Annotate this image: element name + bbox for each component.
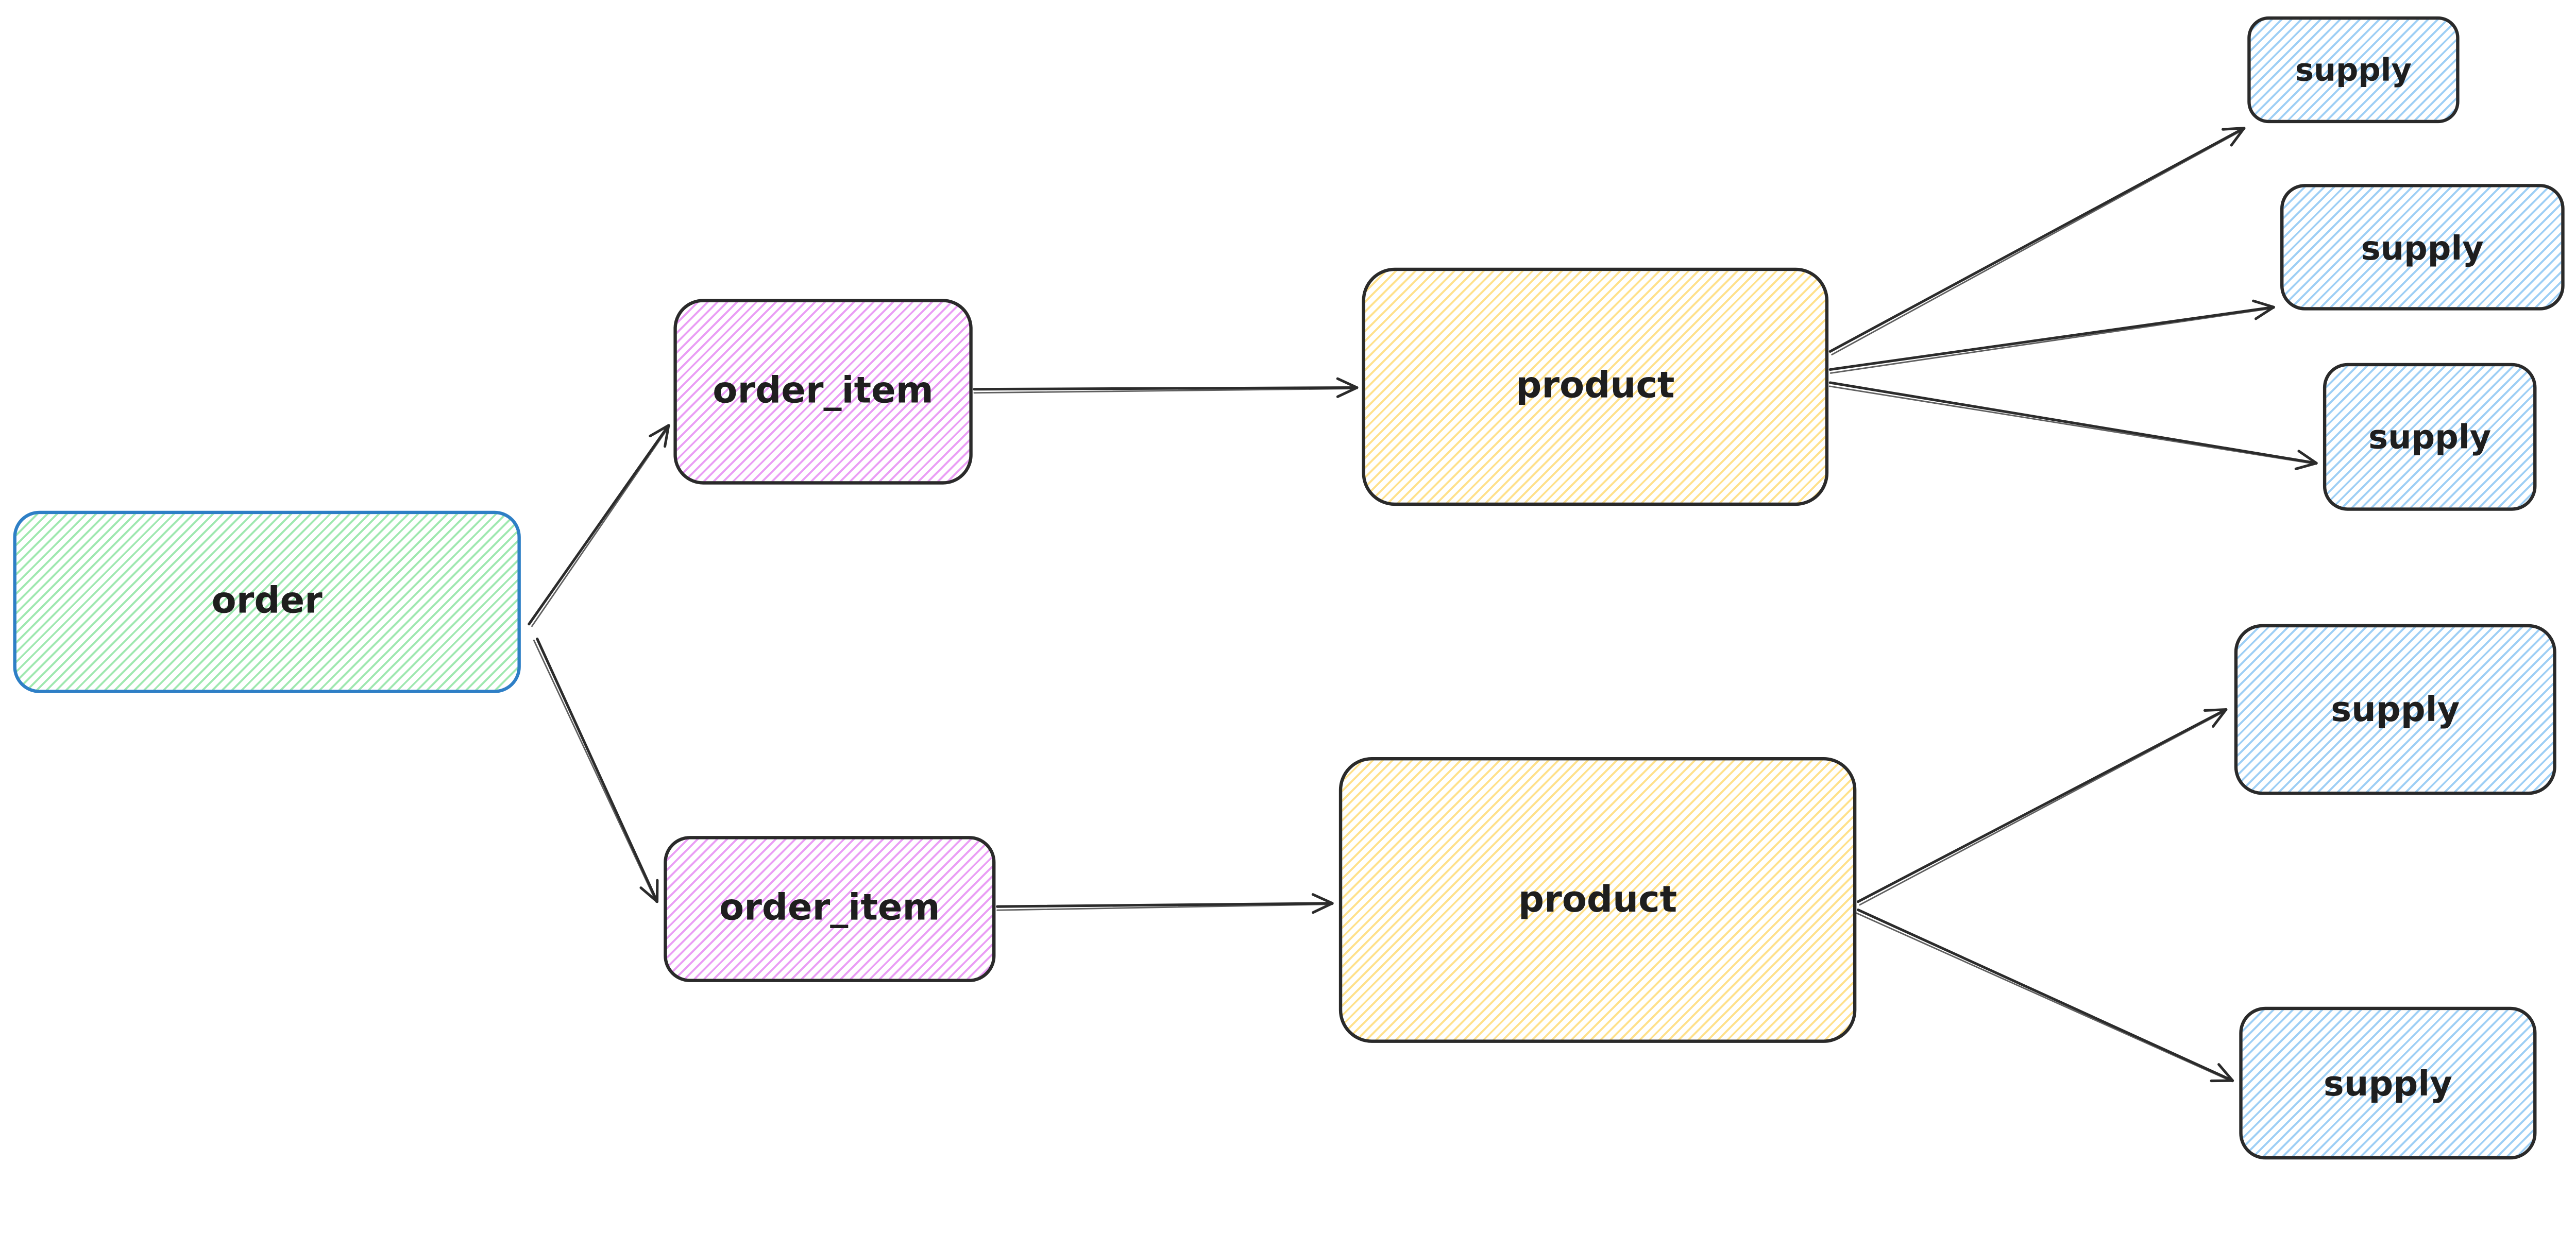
arrow-product_2-to-supply_4[interactable]	[1856, 708, 2228, 906]
node-supply_3[interactable]: supply	[2323, 363, 2537, 511]
node-label-supply_3: supply	[2368, 417, 2492, 457]
node-label-supply_2: supply	[2361, 227, 2484, 267]
node-label-supply_1: supply	[2295, 52, 2412, 88]
node-label-order: order	[211, 581, 323, 623]
arrow-product_1-to-supply_2[interactable]	[1828, 299, 2275, 374]
arrow-product_1-to-supply_3[interactable]	[1828, 381, 2318, 470]
node-label-product_1: product	[1516, 366, 1675, 407]
arrow-product_2-to-supply_5[interactable]	[1856, 909, 2234, 1083]
node-label-supply_4: supply	[2331, 690, 2460, 729]
arrow-order-to-order_item_2[interactable]	[533, 637, 659, 903]
arrow-product_1-to-supply_1[interactable]	[1828, 127, 2246, 356]
node-supply_5[interactable]: supply	[2239, 1006, 2537, 1160]
node-label-supply_5: supply	[2323, 1063, 2452, 1103]
arrow-order-to-order_item_1[interactable]	[528, 424, 670, 627]
arrow-order_item_1-to-product_1[interactable]	[973, 377, 1359, 398]
node-label-product_2: product	[1518, 879, 1677, 921]
arrow-order_item_2-to-product_2[interactable]	[996, 893, 1334, 914]
node-supply_4[interactable]: supply	[2234, 624, 2556, 795]
node-supply_2[interactable]: supply	[2280, 184, 2565, 311]
node-product_1[interactable]: product	[1362, 267, 1829, 506]
node-label-order_item_2: order_item	[719, 888, 940, 930]
node-product_2[interactable]: product	[1338, 757, 1857, 1043]
arrows-layer	[528, 127, 2318, 1083]
node-order[interactable]: order	[13, 510, 521, 693]
node-label-order_item_1: order_item	[713, 371, 934, 413]
node-order_item_1[interactable]: order_item	[673, 299, 973, 485]
node-order_item_2[interactable]: order_item	[664, 836, 996, 982]
node-supply_1[interactable]: supply	[2247, 16, 2460, 124]
